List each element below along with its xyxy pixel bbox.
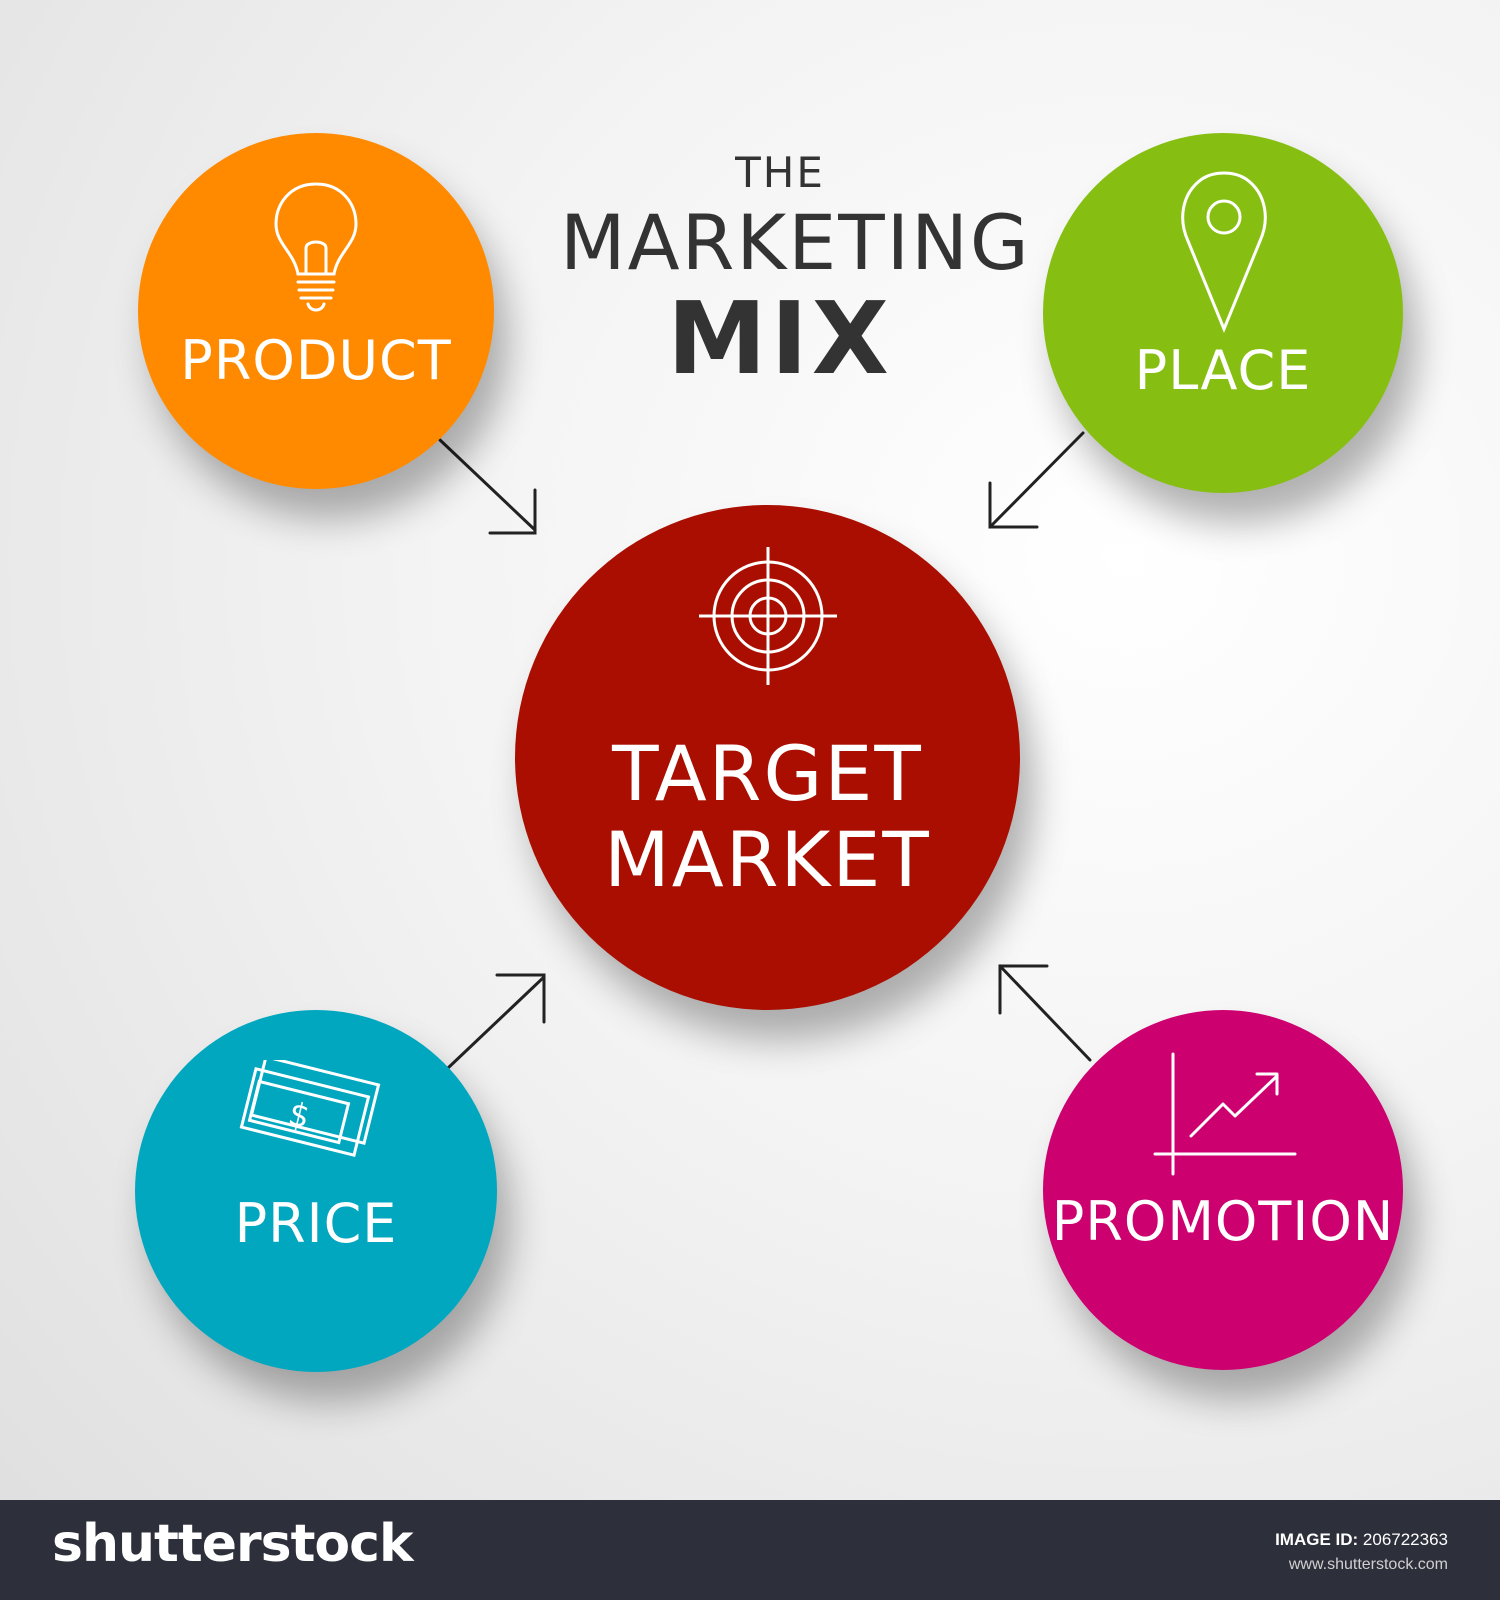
arrow-promotion-to-target <box>998 964 1092 1062</box>
node-label-place: PLACE <box>1134 339 1312 402</box>
node-target-market: TARGET MARKET <box>515 505 1020 1010</box>
node-label-price: PRICE <box>234 1192 398 1255</box>
arrow-place-to-target <box>988 431 1085 529</box>
arrow-product-to-target <box>438 438 537 535</box>
footer-bar: shutterstock IMAGE ID: 206722363 www.shu… <box>0 1500 1500 1600</box>
node-place: PLACE <box>1043 133 1403 493</box>
node-label-target-line2: MARKET <box>604 815 931 904</box>
node-label-promotion: PROMOTION <box>1051 1190 1395 1253</box>
image-id-value: 206722363 <box>1362 1530 1448 1549</box>
lightbulb-icon <box>274 182 358 312</box>
money-bill-icon: $ <box>239 1060 381 1157</box>
node-label-target-line1: TARGET <box>612 729 923 818</box>
map-pin-icon <box>1181 171 1267 333</box>
node-label-product: PRODUCT <box>180 329 452 392</box>
node-product: PRODUCT <box>138 133 494 489</box>
image-id: IMAGE ID: 206722363 <box>1275 1530 1448 1550</box>
target-crosshair-icon <box>699 547 837 685</box>
brand-logo: shutterstock <box>52 1514 414 1574</box>
site-url: www.shutterstock.com <box>1288 1556 1448 1573</box>
node-price: $ PRICE <box>135 1010 497 1372</box>
title-line-marketing: MARKETING <box>560 198 1031 287</box>
title-line-the: THE <box>735 148 825 197</box>
growth-chart-icon <box>1153 1052 1297 1176</box>
title-line-mix: MIX <box>667 280 893 397</box>
image-id-label: IMAGE ID: <box>1275 1530 1359 1549</box>
node-promotion: PROMOTION <box>1043 1010 1403 1370</box>
arrow-price-to-target <box>446 973 546 1070</box>
